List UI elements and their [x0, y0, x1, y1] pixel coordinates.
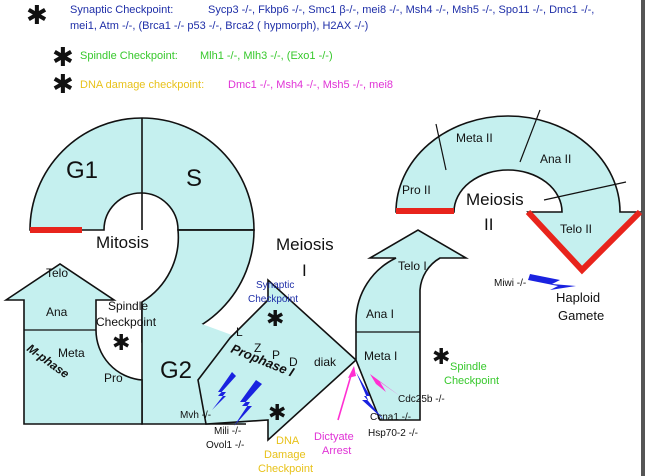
prophase-arrow: [197, 278, 358, 442]
telo-ii-red-bar: [525, 209, 643, 275]
meta-label: Meta: [58, 346, 85, 360]
meiosis-ii-arrow: [395, 115, 642, 272]
miwi-label: Miwi -/-: [494, 278, 526, 289]
dna-damage-label-3: Checkpoint: [258, 463, 313, 475]
dna-damage-label-2: Damage: [264, 449, 306, 461]
g2-label: G2: [160, 357, 192, 384]
synaptic-legend-genes-1: Sycp3 -/-, Fkbp6 -/-, Smc1 β-/-, mei8 -/…: [208, 4, 594, 16]
pro-ii-label: Pro II: [402, 183, 431, 197]
ana-i-label: Ana I: [366, 307, 394, 321]
meiosis-i-label-1: Meiosis: [276, 235, 334, 254]
spindle-checkpoint2-label-1: Spindle: [450, 361, 487, 373]
stage-diak-label: diak: [314, 355, 337, 369]
meta-ana-ii-divider: [519, 109, 541, 163]
dna-damage-label-1: DNA: [276, 435, 300, 447]
spindle-legend-genes: Mlh1 -/-, Mlh3 -/-, (Exo1 -/-): [200, 50, 333, 62]
g1-label: G1: [66, 157, 98, 184]
pro-ii-red-bar: [396, 208, 454, 214]
mvh-bolt-icon: [212, 372, 236, 410]
spindle-checkpoint-label-1: Spindle: [108, 299, 148, 313]
g1-red-bar: [30, 227, 82, 233]
ccna1-bolt-icon: [356, 372, 384, 420]
miwi-bolt-icon: [528, 274, 576, 290]
spindle-legend-label: Spindle Checkpoint:: [80, 50, 178, 62]
telo-ii-label: Telo II: [560, 222, 592, 236]
ovol1-label: Ovol1 -/-: [206, 440, 244, 451]
synaptic-legend-marker: ✱: [26, 0, 48, 30]
mitosis-label: Mitosis: [96, 233, 149, 252]
synaptic-checkpoint-marker: ✱: [266, 306, 284, 331]
meiosis-i-arrow: [355, 229, 469, 421]
telo-i-label: Telo I: [398, 259, 427, 273]
ana-label: Ana: [46, 305, 68, 319]
stage-l-label: L: [236, 325, 243, 339]
dictyate-arrow-line: [337, 371, 353, 421]
spindle-checkpoint-marker: ✱: [112, 330, 130, 355]
meiosis-ii-label-2: II: [484, 215, 493, 234]
telo-label: Telo: [46, 266, 68, 280]
meta-ii-label: Meta II: [456, 131, 493, 145]
dna-legend-label: DNA damage checkpoint:: [80, 79, 204, 91]
meta-pro-ii-divider: [435, 123, 447, 171]
ana-telo-ii-divider: [543, 181, 627, 201]
mili-label: Mili -/-: [214, 426, 241, 437]
dictyate-label-1: Dictyate: [314, 431, 354, 443]
spindle-checkpoint2-marker: ✱: [432, 344, 450, 369]
mili-bolt-icon: [234, 380, 262, 426]
ana-ii-label: Ana II: [540, 152, 571, 166]
meta-i-label: Meta I: [364, 349, 397, 363]
dna-legend-marker: ✱: [52, 69, 74, 99]
spindle-legend-marker: ✱: [52, 42, 74, 72]
stage-d-label: D: [289, 355, 298, 369]
spindle-checkpoint2-label-2: Checkpoint: [444, 375, 499, 387]
ccna1-label: Ccna1 -/-: [370, 412, 411, 423]
spindle-checkpoint-label-2: Checkpoint: [96, 315, 157, 329]
haploid-gamete-label-1: Haploid: [556, 290, 600, 305]
dna-damage-marker: ✱: [268, 400, 286, 425]
dictyate-label-2: Arrest: [322, 445, 351, 457]
synaptic-legend-genes-2: mei1, Atm -/-, (Brca1 -/- p53 -/-, Brca2…: [70, 20, 368, 32]
cdc25b-label: Cdc25b -/-: [398, 394, 445, 405]
synaptic-checkpoint-label-2: Checkpoint: [248, 294, 298, 305]
cdc25b-bolt-icon: [356, 368, 400, 396]
frame-edge: [641, 0, 645, 476]
stage-p-label: P: [272, 348, 280, 362]
haploid-gamete-label-2: Gamete: [558, 308, 604, 323]
stage-z-label: Z: [254, 341, 261, 355]
s-label: S: [186, 165, 202, 192]
meiosis-ii-label-1: Meiosis: [466, 190, 524, 209]
meiosis-i-label-2: I: [302, 261, 307, 280]
synaptic-checkpoint-label-1: Synaptic: [256, 280, 294, 291]
hsp70-label: Hsp70-2 -/-: [368, 428, 418, 439]
synaptic-legend-label: Synaptic Checkpoint:: [70, 4, 173, 16]
dictyate-arrow-icon: [348, 366, 356, 378]
m-phase-arrow: [3, 263, 143, 425]
mvh-label: Mvh -/-: [180, 410, 211, 421]
pro-label: Pro: [104, 371, 123, 385]
dna-legend-genes: Dmc1 -/-, Msh4 -/-, Msh5 -/-, mei8: [228, 79, 393, 91]
